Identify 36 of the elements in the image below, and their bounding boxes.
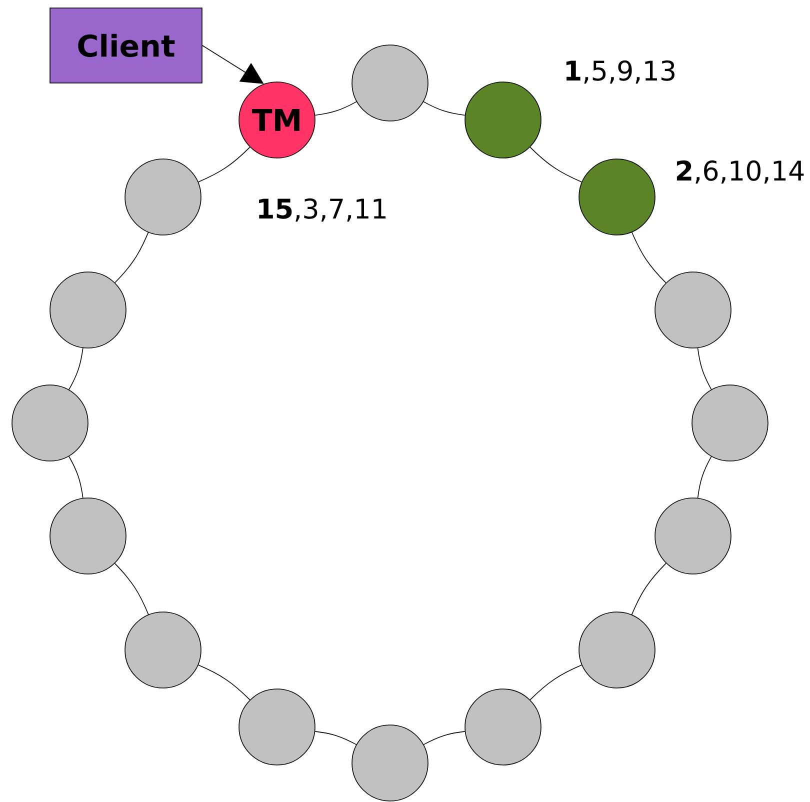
ring-arc <box>68 456 84 498</box>
ring-node-circle <box>124 612 202 688</box>
sequence-label: 1,5,9,13 <box>566 60 674 84</box>
ring-node-circle <box>578 158 656 236</box>
client-box: Client <box>50 8 202 84</box>
ring-arc <box>198 146 250 182</box>
ring-node-circle <box>352 724 428 802</box>
ring-node-circle <box>464 688 542 766</box>
ring-arc <box>631 562 666 615</box>
ring-arc <box>423 731 466 745</box>
ring-node-circle <box>124 158 202 236</box>
ring-node-circle <box>50 272 126 348</box>
ring-arc <box>114 232 149 284</box>
ring-arc <box>632 232 666 284</box>
ring-arc <box>697 348 712 390</box>
ring-node-circle <box>654 272 732 348</box>
ring-node-circle <box>238 688 316 766</box>
ring-arc <box>314 101 357 116</box>
ring-node-circle <box>50 498 126 574</box>
ring-node-circle <box>352 44 428 122</box>
sequence-label: 2,6,10,14 <box>676 160 804 184</box>
sequence-label: 15,3,7,11 <box>259 198 386 222</box>
ring-arc <box>68 348 84 390</box>
ring-node-circle <box>12 384 88 462</box>
ring-arc <box>198 664 250 700</box>
ring-arc <box>114 563 149 615</box>
ring-node-circle <box>578 612 656 688</box>
ring-arc <box>530 664 582 700</box>
arrow <box>202 45 264 84</box>
ring-arc <box>314 731 357 745</box>
ring-arc <box>423 101 466 116</box>
ring-node-circle <box>654 498 732 574</box>
ring-node-circle <box>464 82 542 158</box>
ring-node-circle <box>692 384 768 462</box>
ring-arc <box>530 146 582 182</box>
ring-arc <box>697 456 712 498</box>
